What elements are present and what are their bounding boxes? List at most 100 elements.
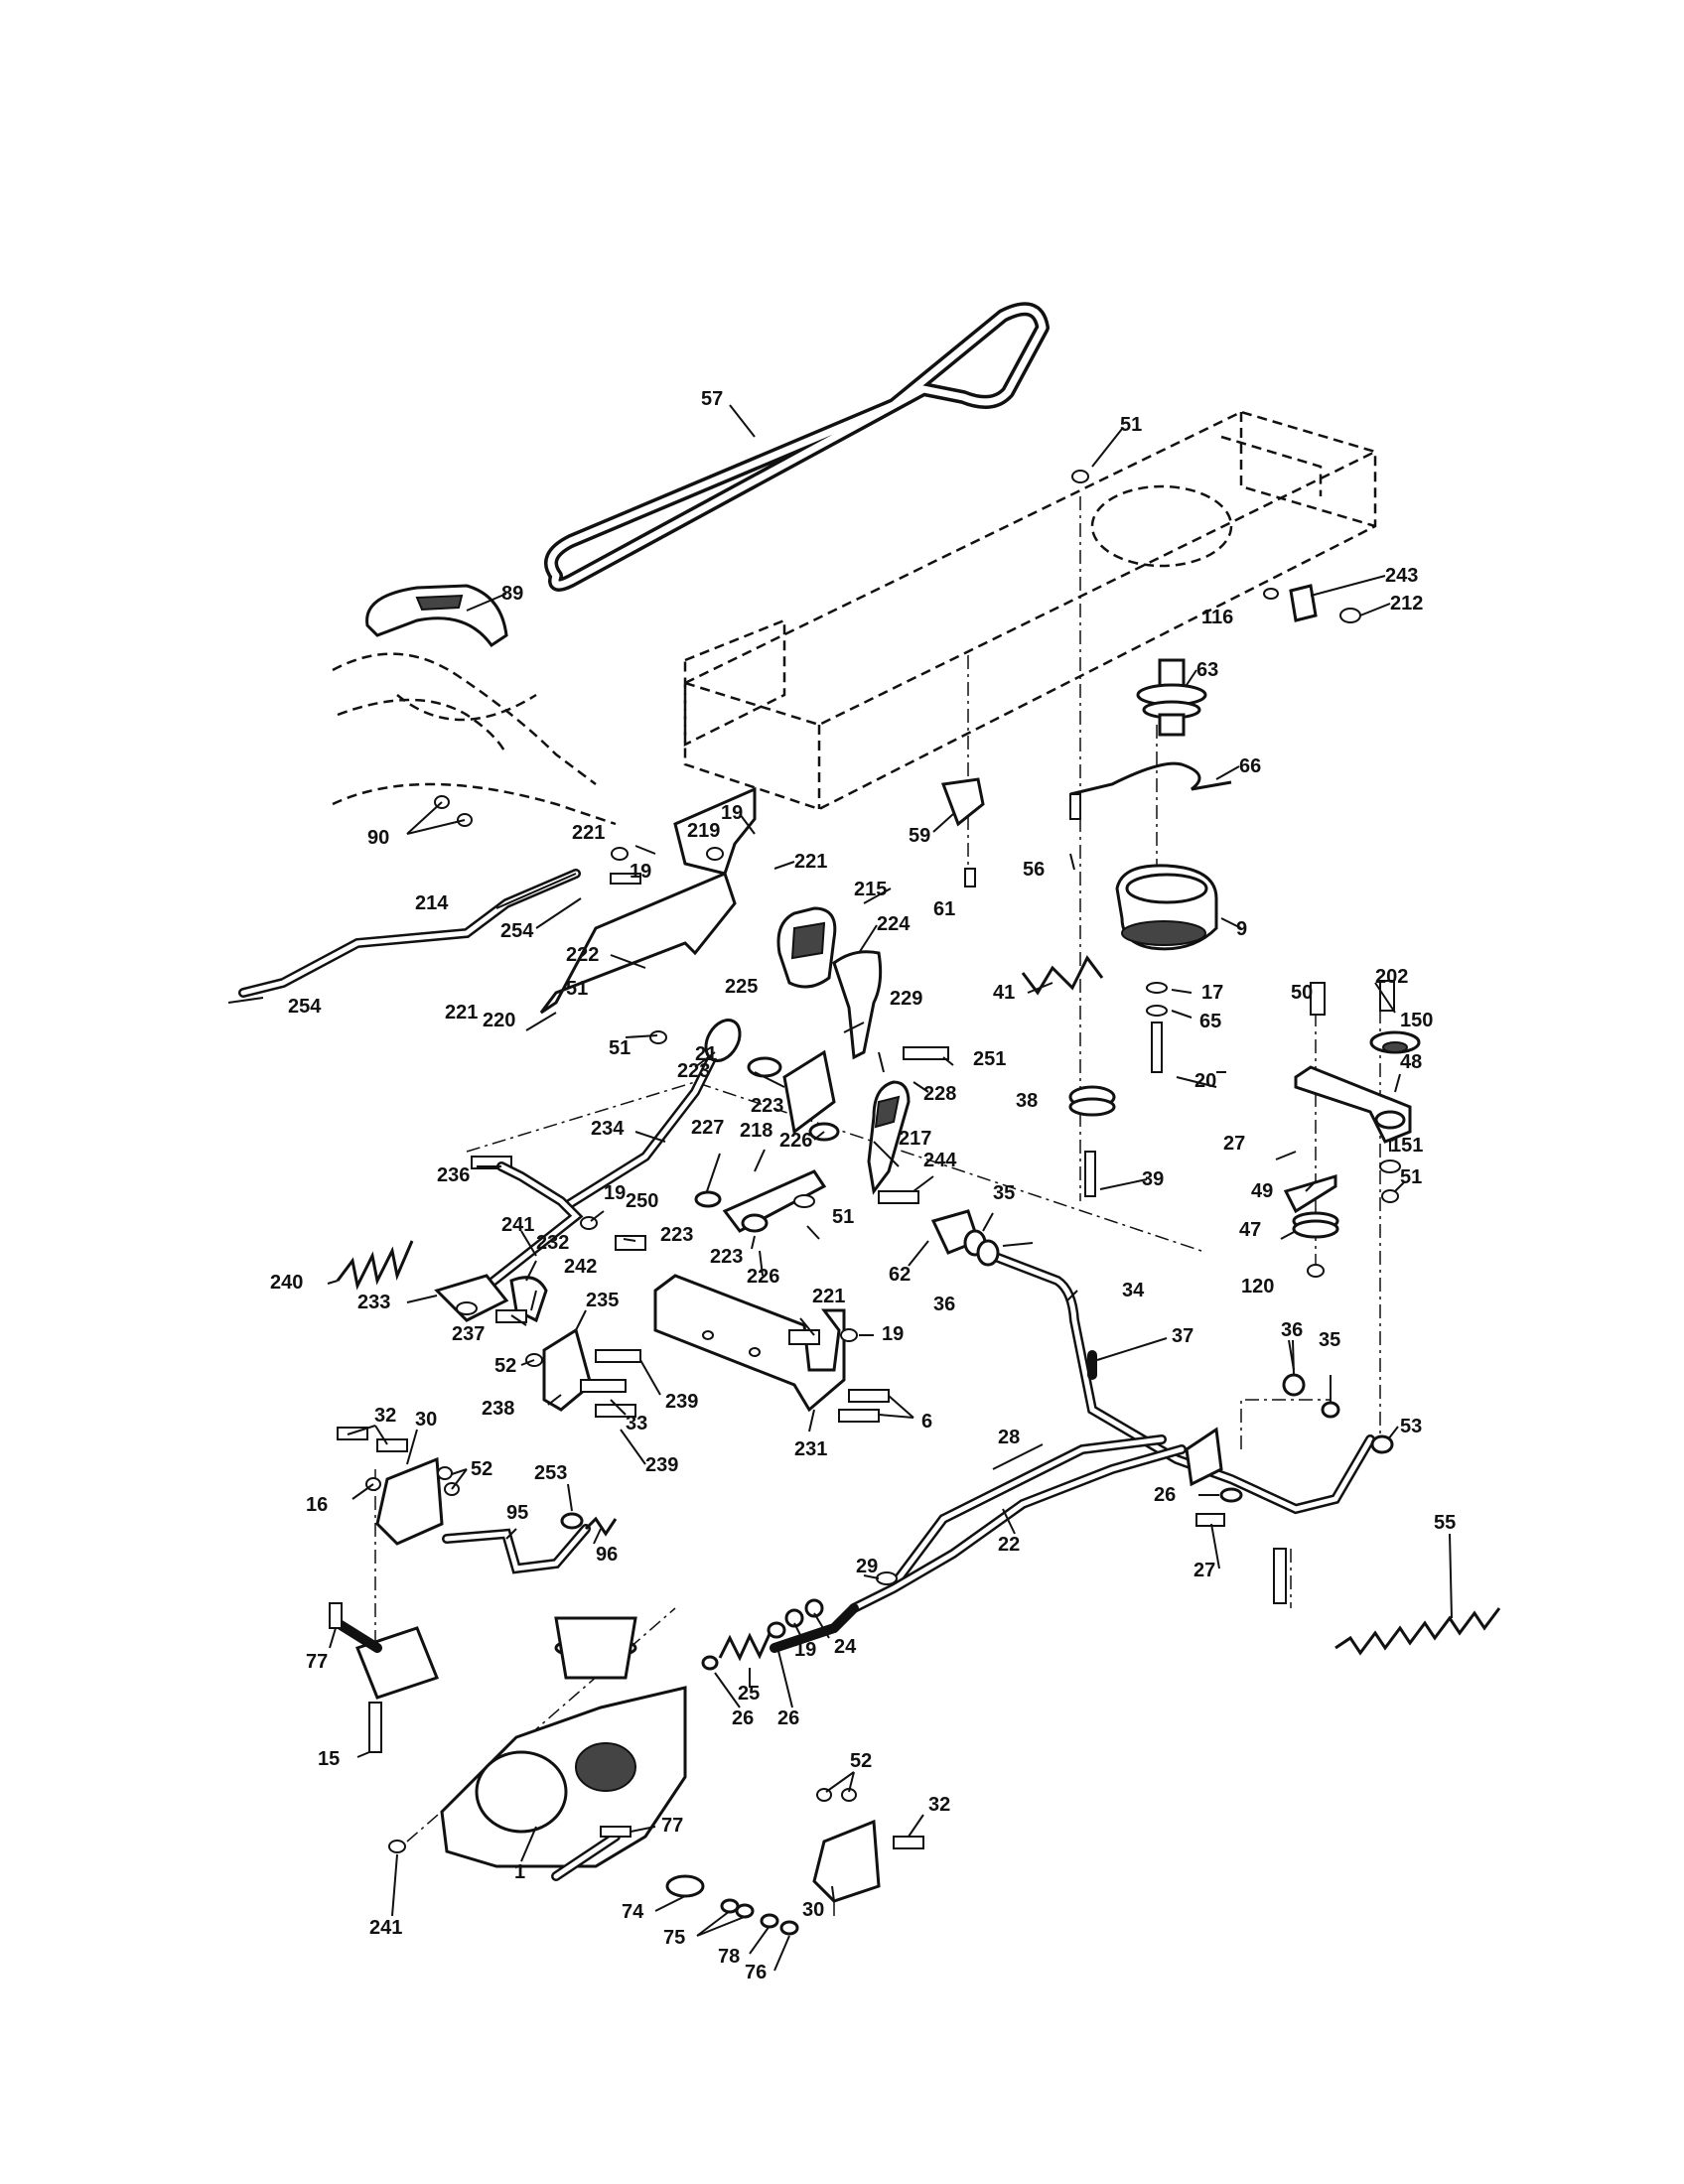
callout-96: 96 bbox=[596, 1544, 618, 1566]
callout-27: 27 bbox=[1223, 1133, 1245, 1155]
callout-36: 36 bbox=[1281, 1319, 1303, 1341]
callout-241: 241 bbox=[369, 1917, 402, 1939]
callout-19: 19 bbox=[721, 802, 743, 824]
callout-219: 219 bbox=[687, 820, 720, 842]
callout-27: 27 bbox=[1193, 1560, 1215, 1581]
callout-238: 238 bbox=[482, 1398, 514, 1420]
callout-24: 24 bbox=[834, 1636, 857, 1658]
callout-38: 38 bbox=[1016, 1090, 1038, 1112]
drive-belt-57 bbox=[544, 302, 1050, 592]
callout-235: 235 bbox=[586, 1290, 619, 1311]
callout-41: 41 bbox=[993, 982, 1015, 1004]
callout-233: 233 bbox=[357, 1292, 390, 1313]
callout-243: 243 bbox=[1385, 565, 1418, 587]
callout-78: 78 bbox=[718, 1946, 740, 1968]
callout-254: 254 bbox=[288, 996, 322, 1018]
control-rods bbox=[770, 1251, 1394, 1653]
tractor-frame-outline bbox=[683, 410, 1377, 811]
clutch-assembly bbox=[1021, 658, 1232, 1197]
callout-57: 57 bbox=[701, 388, 723, 410]
callout-90: 90 bbox=[367, 827, 389, 849]
callout-234: 234 bbox=[591, 1118, 625, 1140]
lever-bracket-238 bbox=[525, 1327, 641, 1418]
linkage-95 bbox=[442, 1512, 618, 1574]
callout-6: 6 bbox=[921, 1411, 932, 1433]
callout-225: 225 bbox=[725, 976, 758, 998]
callout-26: 26 bbox=[777, 1707, 799, 1729]
callout-221: 221 bbox=[572, 822, 605, 844]
shift-linkage bbox=[238, 786, 757, 1044]
callout-labels: 57 51 89 243 116 212 63 66 90 59 221 219… bbox=[270, 388, 1456, 1983]
callout-223: 223 bbox=[660, 1224, 693, 1246]
callout-223: 223 bbox=[751, 1095, 783, 1117]
callout-253: 253 bbox=[534, 1462, 567, 1484]
callout-95: 95 bbox=[506, 1502, 528, 1524]
callout-250: 250 bbox=[626, 1190, 658, 1212]
left-lever-group bbox=[336, 1156, 598, 1323]
callout-214: 214 bbox=[415, 892, 449, 914]
callout-25: 25 bbox=[738, 1683, 760, 1705]
callout-223: 223 bbox=[677, 1060, 710, 1082]
callout-32: 32 bbox=[374, 1405, 396, 1427]
callout-254: 254 bbox=[500, 920, 534, 942]
callout-63: 63 bbox=[1196, 659, 1218, 681]
callout-229: 229 bbox=[890, 988, 922, 1010]
callout-19: 19 bbox=[794, 1639, 816, 1661]
callout-65: 65 bbox=[1199, 1011, 1221, 1032]
callout-32: 32 bbox=[928, 1794, 950, 1816]
callout-22: 22 bbox=[998, 1534, 1020, 1556]
callout-30: 30 bbox=[415, 1409, 437, 1431]
callout-120: 120 bbox=[1241, 1276, 1274, 1297]
pedal-assembly bbox=[615, 906, 949, 1251]
callout-150: 150 bbox=[1400, 1010, 1433, 1031]
callout-240: 240 bbox=[270, 1272, 303, 1294]
callout-52: 52 bbox=[850, 1750, 872, 1772]
callout-56: 56 bbox=[1023, 859, 1045, 881]
callout-34: 34 bbox=[1122, 1280, 1145, 1301]
callout-231: 231 bbox=[794, 1438, 827, 1460]
callout-226: 226 bbox=[747, 1266, 779, 1288]
callout-218: 218 bbox=[740, 1120, 772, 1142]
seat-bracket-89 bbox=[365, 584, 508, 648]
callout-28: 28 bbox=[998, 1427, 1020, 1448]
callout-50: 50 bbox=[1291, 982, 1313, 1004]
callout-228: 228 bbox=[923, 1083, 956, 1105]
callout-215: 215 bbox=[854, 879, 887, 900]
callout-222: 222 bbox=[566, 944, 599, 966]
callout-224: 224 bbox=[877, 913, 911, 935]
callout-35: 35 bbox=[1319, 1329, 1340, 1351]
callout-242: 242 bbox=[564, 1256, 597, 1278]
callout-202: 202 bbox=[1375, 966, 1408, 988]
linkage-bracket-231 bbox=[653, 1274, 890, 1423]
callout-77: 77 bbox=[306, 1651, 328, 1673]
phantom-lines bbox=[374, 496, 1381, 1916]
idler-bracket bbox=[1283, 980, 1421, 1278]
callout-21: 21 bbox=[695, 1043, 717, 1065]
callout-51: 51 bbox=[1120, 414, 1142, 436]
callout-237: 237 bbox=[452, 1323, 485, 1345]
callout-62: 62 bbox=[889, 1264, 911, 1286]
callout-232: 232 bbox=[536, 1232, 569, 1254]
callout-221: 221 bbox=[445, 1002, 478, 1024]
callout-223: 223 bbox=[710, 1246, 743, 1268]
callout-51: 51 bbox=[1400, 1166, 1422, 1188]
callout-35: 35 bbox=[993, 1182, 1015, 1204]
callout-239: 239 bbox=[645, 1454, 678, 1476]
callout-9: 9 bbox=[1236, 918, 1247, 940]
leader-lines bbox=[227, 404, 1453, 1972]
callout-75: 75 bbox=[663, 1927, 685, 1949]
callout-33: 33 bbox=[626, 1413, 647, 1434]
callout-37: 37 bbox=[1172, 1325, 1193, 1347]
callout-29: 29 bbox=[856, 1556, 878, 1577]
callout-15: 15 bbox=[318, 1748, 340, 1770]
callout-20: 20 bbox=[1194, 1070, 1216, 1092]
callout-1: 1 bbox=[514, 1861, 525, 1883]
spring-55 bbox=[1334, 1607, 1501, 1656]
callout-116: 116 bbox=[1201, 607, 1233, 628]
callout-51: 51 bbox=[609, 1037, 631, 1059]
callout-244: 244 bbox=[923, 1150, 957, 1171]
callout-39: 39 bbox=[1142, 1168, 1164, 1190]
callout-52: 52 bbox=[494, 1355, 516, 1377]
callout-220: 220 bbox=[483, 1010, 515, 1031]
callout-236: 236 bbox=[437, 1164, 470, 1186]
